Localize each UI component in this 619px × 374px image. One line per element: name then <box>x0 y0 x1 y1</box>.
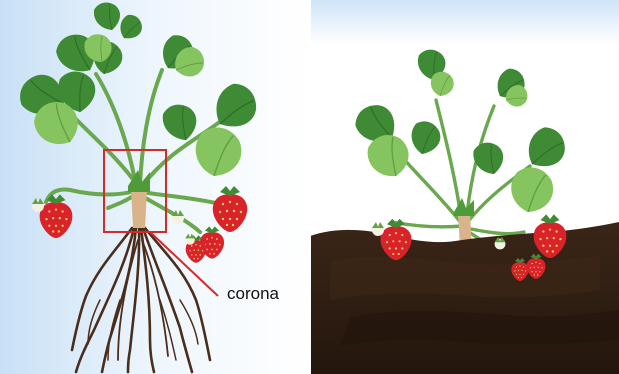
crown <box>131 190 147 228</box>
right-panel-plant-in-soil <box>310 0 619 374</box>
left-panel-plant-with-roots <box>0 0 308 374</box>
corona-label: corona <box>227 284 279 304</box>
panel-divider <box>307 0 311 374</box>
soil <box>310 222 619 374</box>
